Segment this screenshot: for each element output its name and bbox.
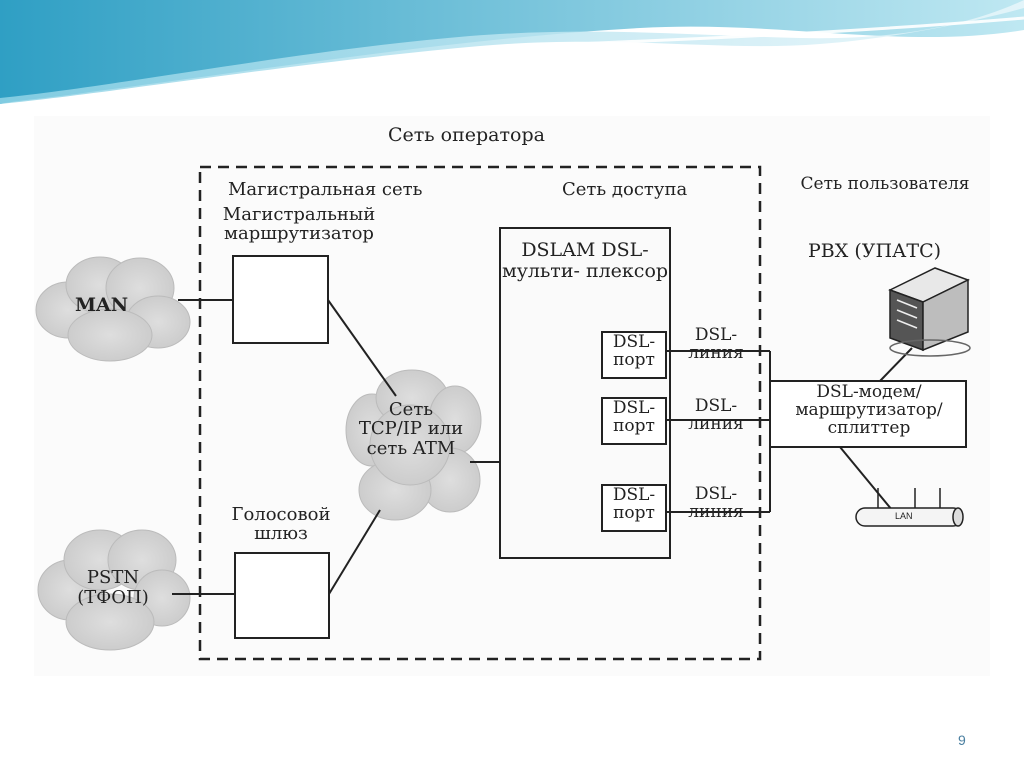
gateway-core-link: [328, 509, 381, 595]
operator-network-frame: [198, 165, 762, 661]
pbx-server-icon: [888, 267, 971, 357]
lan-label: LAN: [895, 511, 913, 521]
dsl-port-label-1: DSL-порт: [612, 332, 656, 370]
pstn-cloud: [37, 529, 191, 651]
man-cloud: [35, 256, 191, 362]
backbone-network-label: Магистральная сеть: [228, 179, 423, 200]
page-number: 9: [958, 732, 966, 748]
backbone-router-box: [232, 255, 329, 344]
core-network-cloud: [345, 369, 482, 521]
dsl-modem-label: DSL-модем/ маршрутизатор/ сплиттер: [795, 382, 943, 438]
lan-bus-icon: [855, 488, 964, 527]
dsl-port-label-2: DSL-порт: [612, 398, 656, 436]
modem-lan-link: [839, 446, 893, 511]
voice-gateway-box: [234, 552, 330, 639]
operator-network-label: Сеть оператора: [388, 124, 545, 146]
dsl-port-box-3: [601, 484, 667, 532]
voice-gateway-label: Голосовой шлюз: [231, 504, 331, 544]
dsl-port-label-3: DSL-порт: [612, 485, 656, 523]
dsl-port-box-1: [601, 331, 667, 379]
dsl-line-label-3: DSL-линия: [688, 484, 744, 522]
access-network-label: Сеть доступа: [562, 179, 688, 200]
dsl-line-label-1: DSL-линия: [688, 325, 744, 363]
man-label: MAN: [75, 294, 129, 316]
core-network-label: Сеть TCP/IP или сеть ATM: [358, 399, 464, 459]
dsl-line-label-2: DSL-линия: [688, 396, 744, 434]
backbone-router-label: Магистральный маршрутизатор: [222, 204, 376, 244]
pbx-label: PBX (УПАТС): [808, 240, 942, 262]
user-network-label: Сеть пользователя: [800, 174, 970, 194]
pbx-modem-link: [879, 347, 913, 382]
pstn-label: PSTN (ТФОП): [77, 567, 149, 608]
router-core-link: [327, 299, 397, 397]
dsl-modem-box: [769, 380, 967, 448]
dslam-label: DSLAM DSL-мульти- плексор: [501, 239, 669, 282]
